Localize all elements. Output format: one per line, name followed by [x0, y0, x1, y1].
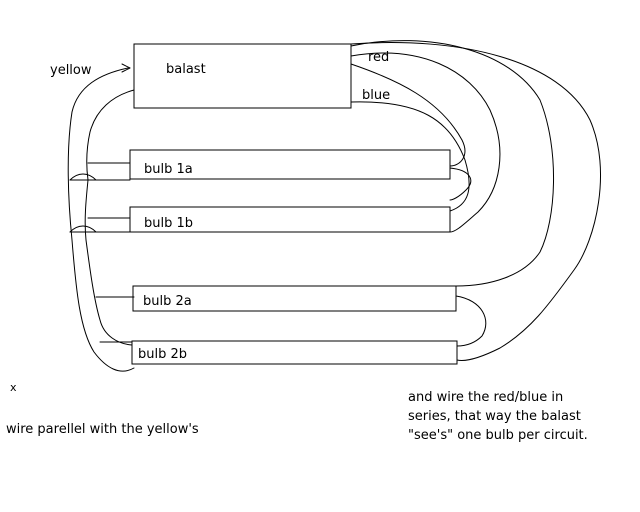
bulb-1a-box: [129, 149, 451, 180]
bulb-2a-return: [455, 295, 487, 347]
yellow-crossover-1a: [69, 173, 97, 181]
bulb-1a-return: [449, 167, 472, 201]
red-wire-outer: [350, 42, 601, 361]
red-wire-2: [350, 40, 555, 287]
bulb-2b-label: bulb 2b: [138, 347, 187, 362]
yellow-label: yellow: [50, 63, 92, 78]
series-note: and wire the red/blue in series, that wa…: [408, 390, 588, 443]
parallel-note: wire parellel with the yellow's: [6, 422, 199, 437]
blue-wire-2: [350, 101, 470, 212]
blue-label: blue: [362, 88, 390, 103]
blue-wire-1: [350, 63, 466, 167]
bulb-1b-box: [129, 206, 451, 233]
bulb-1b-left-pin: [69, 217, 131, 233]
bulb-2b-box: [131, 340, 458, 365]
ballast-label: balast: [166, 62, 206, 77]
bulb-1b-label: bulb 1b: [144, 216, 193, 231]
yellow-wire-outer: [67, 67, 135, 372]
yellow-arrow: [121, 63, 131, 73]
bulb-1a-label: bulb 1a: [144, 162, 193, 177]
yellow-crossover-1b: [69, 225, 97, 233]
red-label: red: [368, 50, 389, 65]
yellow-wire-inner: [84, 89, 135, 346]
red-wire-1: [350, 52, 501, 233]
bulb-2a-label: bulb 2a: [143, 294, 192, 309]
mark-note: x: [10, 381, 17, 394]
bulb-2a-box: [132, 285, 457, 312]
bulb-1a-left-pin: [69, 162, 131, 181]
ballast-box: [133, 43, 352, 109]
